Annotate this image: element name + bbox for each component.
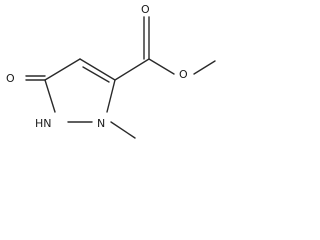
bond-c4-c5 [79,58,116,81]
atom-o-keto: O [6,72,15,85]
atom-n-methyl: N [97,117,105,130]
bond-cester-oester [148,58,175,75]
molecule-structure: O HN N O O [6,3,216,139]
bond-c3-c4 [44,58,81,81]
bond-c5-n1 [106,79,116,113]
atom-o-ester: O [179,68,188,81]
bond-c4-c5-inner [82,66,110,83]
bond-c5-cester [114,58,150,81]
bond-oester-methyl [193,60,216,75]
atom-o-carbonyl: O [141,3,150,16]
bond-n2-c3 [44,79,56,113]
bond-n1-methyl [110,121,136,139]
atom-nh: HN [35,117,52,130]
